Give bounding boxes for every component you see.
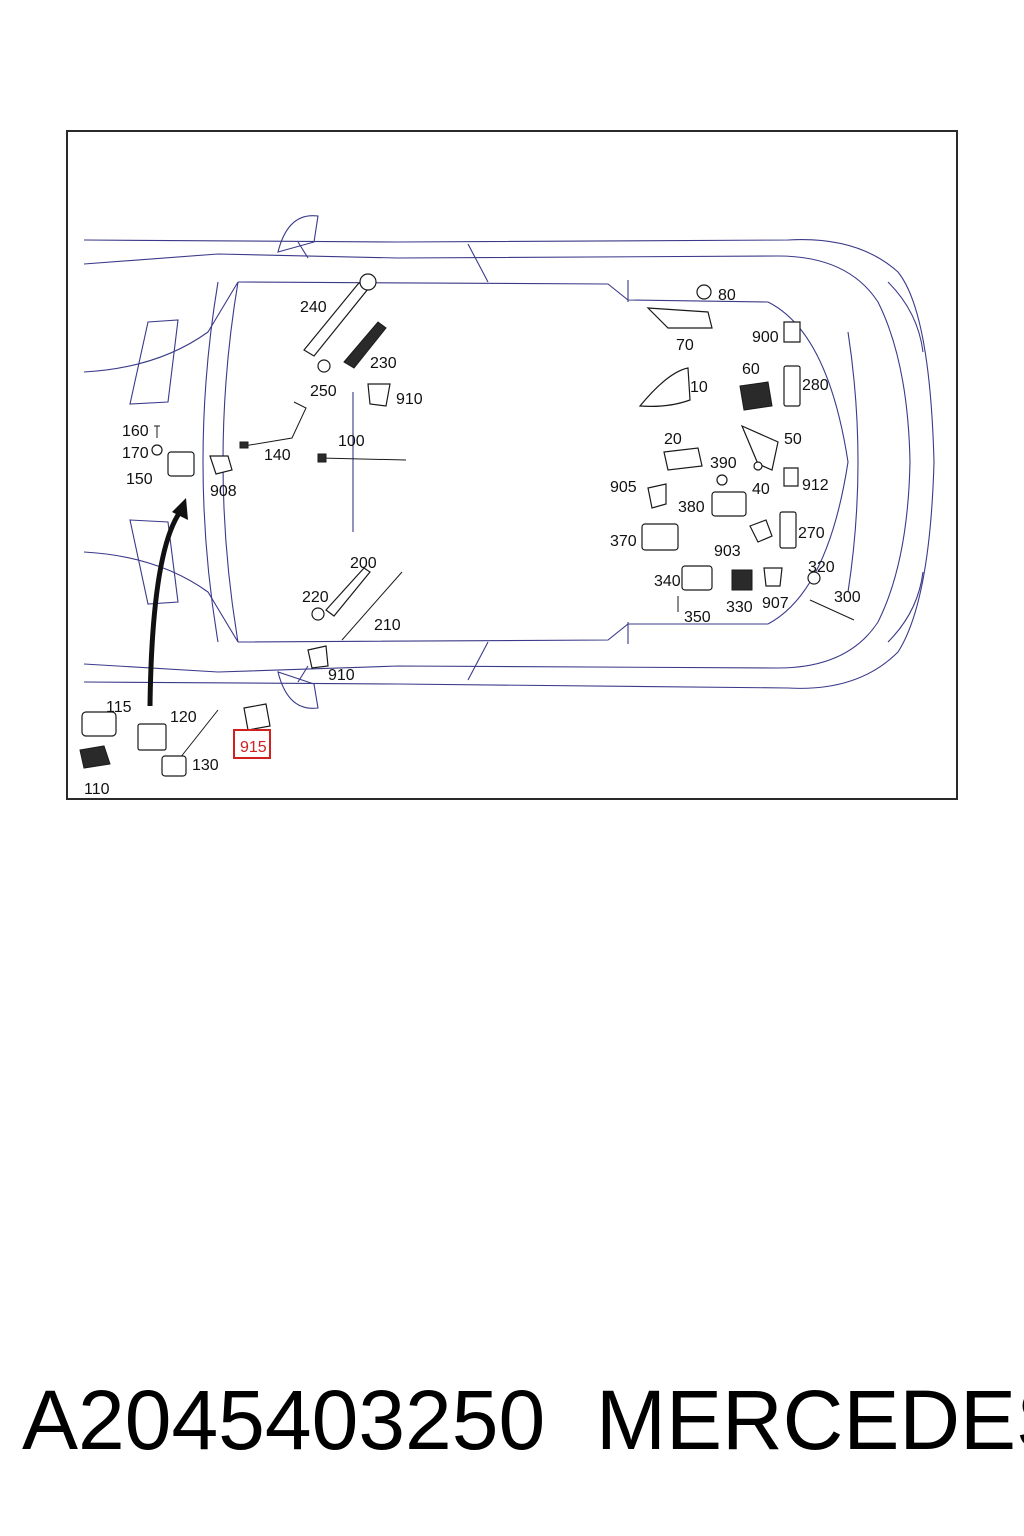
part-240-bracket [303, 273, 377, 357]
parts-diagram-frame: 240 230 250 910 160 170 150 908 140 100 … [66, 130, 958, 800]
part-900-tape [783, 321, 801, 343]
highlight-box-915 [233, 729, 271, 759]
callout-110: 110 [84, 781, 110, 798]
part-910-tape-b [307, 645, 329, 669]
callout-330: 330 [726, 599, 753, 616]
part-220-nut [311, 607, 325, 621]
part-380-control-unit [711, 491, 747, 517]
callout-40: 40 [752, 481, 770, 498]
part-210-cable [341, 571, 403, 641]
callout-340: 340 [654, 573, 681, 590]
callout-908: 908 [210, 483, 237, 500]
callout-140: 140 [264, 447, 291, 464]
callout-115: 115 [106, 699, 132, 716]
callout-130: 130 [192, 757, 219, 774]
part-250-nut [317, 359, 331, 373]
part-903-tape [749, 519, 773, 543]
part-340-module [681, 565, 713, 591]
callout-120: 120 [170, 709, 197, 726]
callout-910: 910 [396, 391, 423, 408]
part-270-module [779, 511, 797, 549]
callout-230: 230 [370, 355, 397, 372]
callout-50: 50 [784, 431, 802, 448]
part-370-control-unit [641, 523, 679, 551]
footer: A2045403250 MERCEDES [0, 1370, 1024, 1480]
part-280-module [783, 365, 801, 407]
part-20-antenna-unit [663, 447, 703, 471]
callout-240: 240 [300, 299, 327, 316]
callout-80: 80 [718, 287, 736, 304]
part-330-relay [731, 569, 753, 591]
callout-915-highlighted: 915 [240, 739, 267, 756]
part-40-nut [753, 461, 763, 471]
callout-200: 200 [350, 555, 377, 572]
callout-60: 60 [742, 361, 760, 378]
callout-350: 350 [684, 609, 711, 626]
callout-210: 210 [374, 617, 401, 634]
part-170-clip [151, 444, 163, 456]
part-60-module [739, 381, 773, 411]
part-200-module [325, 567, 371, 617]
part-907-tape [763, 567, 783, 587]
callout-903: 903 [714, 543, 741, 560]
part-150-control-unit [167, 451, 195, 477]
part-912-tape [783, 467, 799, 487]
callout-300: 300 [834, 589, 861, 606]
callout-220: 220 [302, 589, 329, 606]
callout-370: 370 [610, 533, 637, 550]
callout-250: 250 [310, 383, 337, 400]
part-908-tape [209, 455, 233, 475]
callout-380: 380 [678, 499, 705, 516]
part-80-clip [696, 284, 712, 300]
callout-labels: 240 230 250 910 160 170 150 908 140 100 … [84, 287, 861, 798]
brand-name: MERCEDES [596, 1373, 1024, 1467]
callout-320: 320 [808, 559, 835, 576]
part-300-cable [809, 599, 855, 621]
part-10-shark-fin-antenna [638, 367, 691, 407]
parts-diagram: 240 230 250 910 160 170 150 908 140 100 … [79, 215, 935, 798]
callout-150: 150 [126, 471, 153, 488]
part-115-cover [81, 711, 117, 737]
part-160-screw [154, 425, 160, 438]
part-130-cable [161, 709, 219, 777]
callout-905: 905 [610, 479, 637, 496]
part-905-tape [647, 483, 667, 509]
part-70-antenna-bracket [646, 307, 713, 329]
part-110-camera-unit [79, 745, 111, 769]
part-915-tape [243, 703, 271, 731]
part-390-clip [716, 474, 728, 486]
callout-280: 280 [802, 377, 829, 394]
callout-20: 20 [664, 431, 682, 448]
callout-390: 390 [710, 455, 737, 472]
callout-912: 912 [802, 477, 829, 494]
part-320-nut [807, 571, 821, 585]
part-50-bracket [740, 424, 779, 471]
callout-170: 170 [122, 445, 149, 462]
callout-70: 70 [676, 337, 694, 354]
callout-907: 907 [762, 595, 789, 612]
part-140-cable [239, 401, 307, 449]
direction-arrow [147, 498, 188, 707]
callout-910: 910 [328, 667, 355, 684]
part-230-module [343, 321, 387, 369]
part-910-tape-a [367, 383, 391, 407]
callout-10: 10 [690, 379, 708, 396]
callout-160: 160 [122, 423, 149, 440]
part-120-bracket [137, 723, 167, 751]
callout-900: 900 [752, 329, 779, 346]
part-number: A2045403250 [22, 1373, 546, 1467]
callout-100: 100 [338, 433, 365, 450]
part-100-cable [317, 453, 407, 463]
callout-270: 270 [798, 525, 825, 542]
